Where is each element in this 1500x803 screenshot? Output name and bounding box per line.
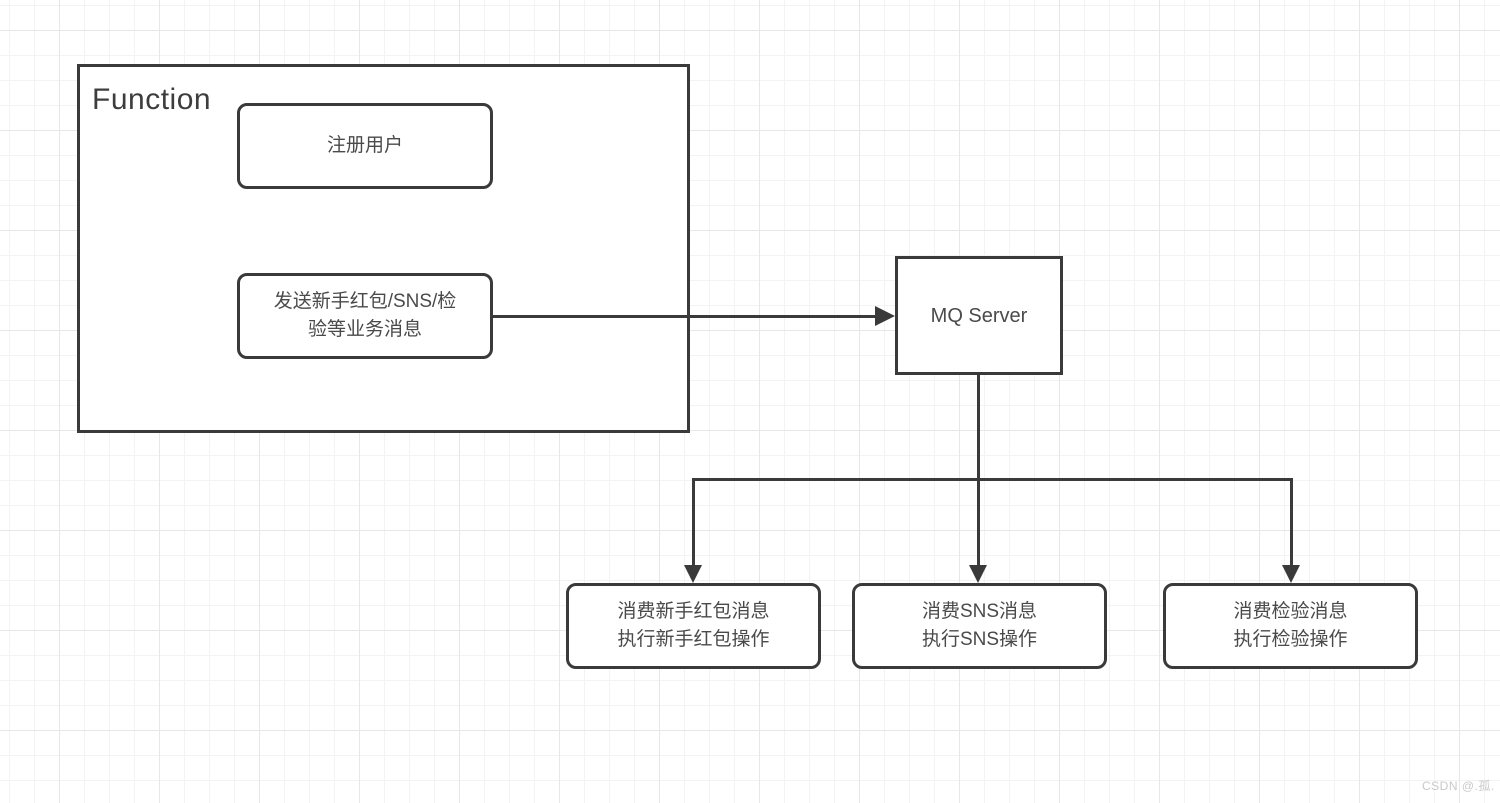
node-send-business-messages-line1: 发送新手红包/SNS/检 (273, 291, 457, 312)
node-consumer-newbie-redpacket: 消费新手红包消息 执行新手红包操作 (566, 583, 821, 669)
node-send-business-messages: 发送新手红包/SNS/检 验等业务消息 (237, 273, 493, 359)
node-consumer-newbie-redpacket-line1: 消费新手红包消息 (617, 601, 770, 622)
node-register-user-label: 注册用户 (326, 135, 403, 156)
node-consumer-verify-line1: 消费检验消息 (1233, 601, 1348, 622)
node-consumer-verify-line2: 执行检验操作 (1233, 629, 1348, 650)
connector-mq-down (977, 375, 980, 567)
node-send-business-messages-line2: 验等业务消息 (307, 319, 422, 340)
node-mq-server: MQ Server (895, 256, 1063, 375)
connector-branch-right (1290, 478, 1293, 567)
node-consumer-verify: 消费检验消息 执行检验操作 (1163, 583, 1418, 669)
csdn-watermark: CSDN @.孤. (1422, 779, 1495, 793)
connector-branch-left (692, 478, 695, 567)
node-consumer-sns: 消费SNS消息 执行SNS操作 (852, 583, 1107, 669)
function-group-label: Function (92, 83, 212, 116)
node-consumer-sns-line1: 消费SNS消息 (921, 601, 1038, 622)
arrowhead-down-icon (969, 565, 987, 583)
node-mq-server-label: MQ Server (930, 304, 1028, 327)
node-consumer-sns-line2: 执行SNS操作 (921, 629, 1038, 650)
connector-horizontal (692, 478, 1293, 481)
node-consumer-newbie-redpacket-line2: 执行新手红包操作 (617, 629, 770, 650)
arrowhead-down-icon (684, 565, 702, 583)
connector-send-to-mq (493, 315, 877, 318)
arrowhead-down-icon (1282, 565, 1300, 583)
node-register-user: 注册用户 (237, 103, 493, 189)
arrowhead-right-icon (875, 306, 895, 326)
